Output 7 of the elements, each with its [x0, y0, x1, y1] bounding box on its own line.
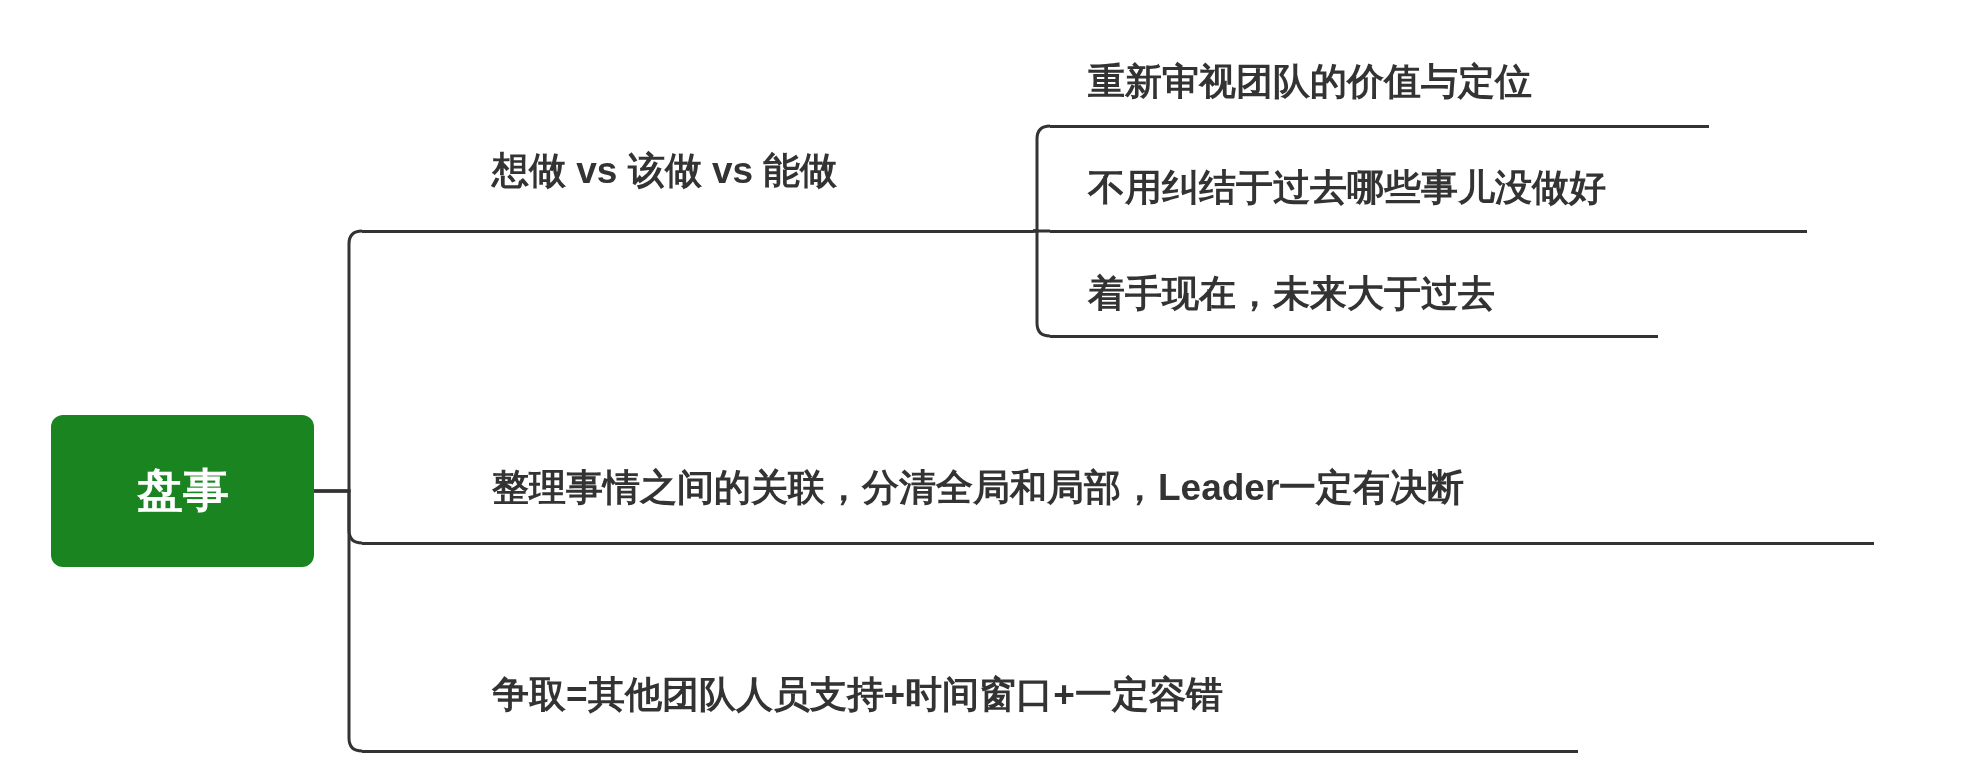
topic-label: 争取=其他团队人员支持+时间窗口+一定容错 — [362, 673, 1578, 753]
topic-label: 重新审视团队的价值与定位 — [1050, 60, 1709, 128]
root-topic-box: 盘事 — [51, 415, 314, 567]
topic-label: 着手现在，未来大于过去 — [1050, 272, 1658, 338]
topic-label: 不用纠结于过去哪些事儿没做好 — [1050, 166, 1807, 233]
topic-label: 整理事情之间的关联，分清全局和局部，Leader一定有决断 — [362, 466, 1874, 545]
topic-label: 想做 vs 该做 vs 能做 — [362, 149, 1033, 233]
